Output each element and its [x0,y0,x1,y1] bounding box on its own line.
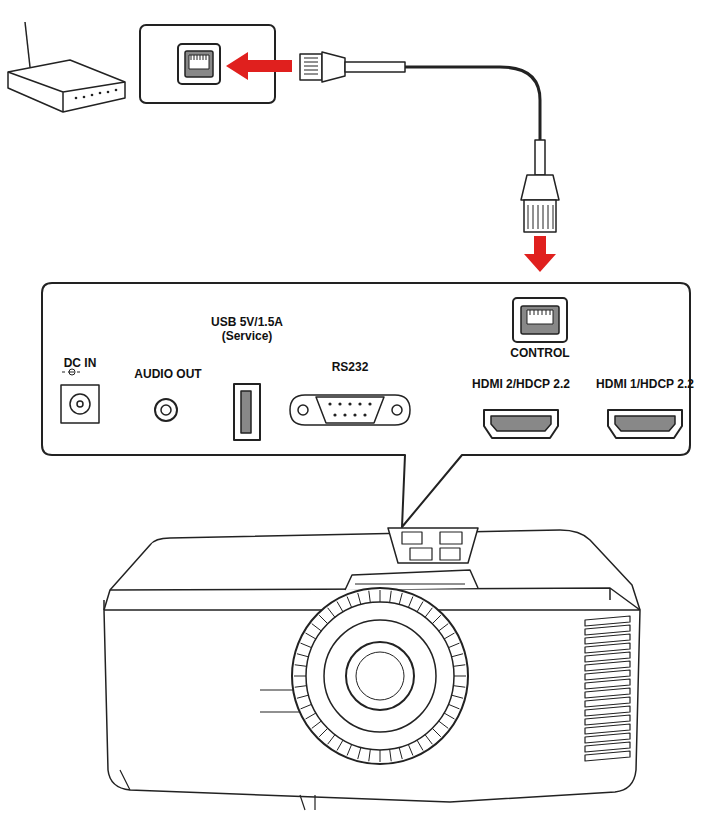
port-label: CONTROL [495,347,585,361]
vent-slot [585,706,630,716]
knurl-stroke [380,590,381,602]
insert-arrow [226,52,292,80]
knurl-stroke [358,747,361,759]
vent-slot [585,661,630,671]
knurl-stroke [306,633,316,639]
port-label: HDMI 2/HDCP 2.2 [463,378,579,392]
vent-slot [585,670,630,680]
vent-slot [585,616,630,626]
vent-slot [585,688,630,698]
knurl-stroke [369,591,371,603]
knurl-stroke [295,665,307,667]
hdmi-port [608,410,682,438]
dc-in-jack [61,369,99,423]
vent-slot [585,715,630,725]
knurl-stroke [319,615,327,623]
knurl-stroke [425,608,432,618]
knurl-stroke [390,591,392,603]
knurl-stroke [328,608,335,618]
projector [104,528,640,810]
knurl-stroke [390,749,392,761]
vent-slot [585,679,630,689]
ethernet-cable [405,67,540,140]
insert-arrow [524,236,556,272]
control-port [513,298,567,342]
vent-slot [585,751,630,761]
knurl-stroke [347,744,352,755]
knurl-stroke [301,643,312,648]
knurl-stroke [432,615,440,623]
knurl-stroke [297,654,309,657]
port-label: AUDIO OUT [123,368,213,382]
rs232-port [290,395,410,425]
knurl-stroke [306,713,316,719]
knurl-stroke [312,624,322,631]
knurl-stroke [439,624,449,631]
vent-slot [585,634,630,644]
vent-slot [585,697,630,707]
knurl-stroke [454,676,466,677]
port-panel-callout [42,283,690,527]
rj45-plug [300,52,405,82]
knurl-stroke [453,686,465,688]
vent-slot [585,643,630,653]
knurl-stroke [448,643,459,648]
vent-slot [585,625,630,635]
knurl-stroke [453,665,465,667]
knurl-stroke [417,602,423,612]
knurl-stroke [312,721,322,728]
router [8,22,125,112]
knurl-stroke [337,602,343,612]
port-label: DC IN [50,357,110,371]
usb-port [234,384,260,440]
knurl-stroke [294,676,306,677]
vent-slot [585,652,630,662]
vent-slot [585,724,630,734]
knurl-stroke [448,704,459,709]
knurl-stroke [337,740,343,750]
knurl-stroke [417,740,423,750]
knurl-stroke [301,704,312,709]
vent-slot [585,733,630,743]
knurl-stroke [408,597,413,608]
knurl-stroke [451,695,463,698]
knurl-stroke [297,695,309,698]
knurl-stroke [358,593,361,605]
knurl-stroke [451,654,463,657]
knurl-stroke [295,686,307,688]
knurl-stroke [408,744,413,755]
knurl-stroke [328,735,335,745]
port-label: HDMI 1/HDCP 2.2 [587,378,703,392]
port-label: USB 5V/1.5A (Service) [201,316,293,344]
vent-slot [585,742,630,752]
knurl-stroke [369,749,371,761]
audio-out-jack [155,399,177,421]
port-label: RS232 [315,361,385,375]
rj45-plug [521,140,559,232]
knurl-stroke [380,750,381,762]
knurl-stroke [444,633,454,639]
knurl-stroke [319,728,327,736]
knurl-stroke [347,597,352,608]
knurl-stroke [399,593,402,605]
knurl-stroke [432,728,440,736]
knurl-stroke [425,735,432,745]
knurl-stroke [399,747,402,759]
knurl-stroke [439,721,449,728]
knurl-stroke [444,713,454,719]
router-lan-port [178,44,220,84]
hdmi-port [484,410,558,438]
